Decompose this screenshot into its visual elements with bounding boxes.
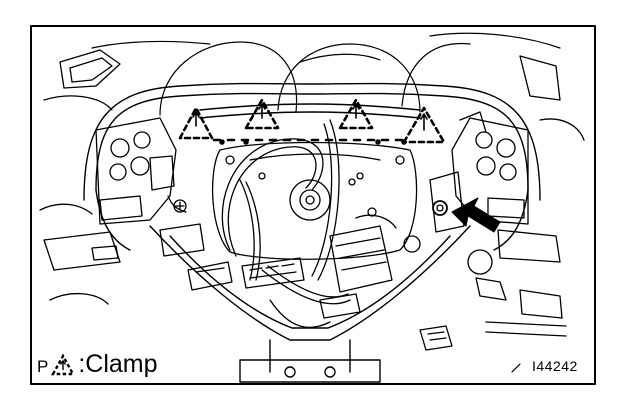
dashboard-left-panel — [39, 49, 121, 305]
airbag-retainer-strip — [199, 103, 421, 145]
bolts — [173, 178, 448, 217]
figure-id: I44242 — [532, 358, 578, 374]
legend-prefix: P — [37, 357, 49, 376]
clamp-marker-arrows — [192, 103, 428, 131]
dashed-triangle-clamp-icon — [51, 353, 76, 376]
right-switch-pad — [429, 111, 529, 233]
clamp-legend: P :Clamp — [37, 343, 158, 377]
clamp-markers — [178, 98, 446, 144]
diagram-frame — [30, 25, 596, 385]
wire-harness — [221, 119, 351, 329]
pointer-arrow-icon — [451, 197, 501, 233]
right-bolt-icon — [432, 200, 448, 216]
figure-id-tick — [511, 363, 521, 373]
left-bolt-icon — [173, 199, 187, 213]
instrument-cluster — [91, 32, 561, 116]
legend-label: :Clamp — [78, 350, 158, 378]
steering-hub — [212, 141, 418, 260]
steering-wheel-rim — [83, 82, 541, 251]
dashboard-right-panel — [419, 55, 585, 351]
left-switch-pad — [95, 117, 205, 257]
connectors — [187, 214, 421, 319]
lower-spokes — [149, 225, 471, 383]
